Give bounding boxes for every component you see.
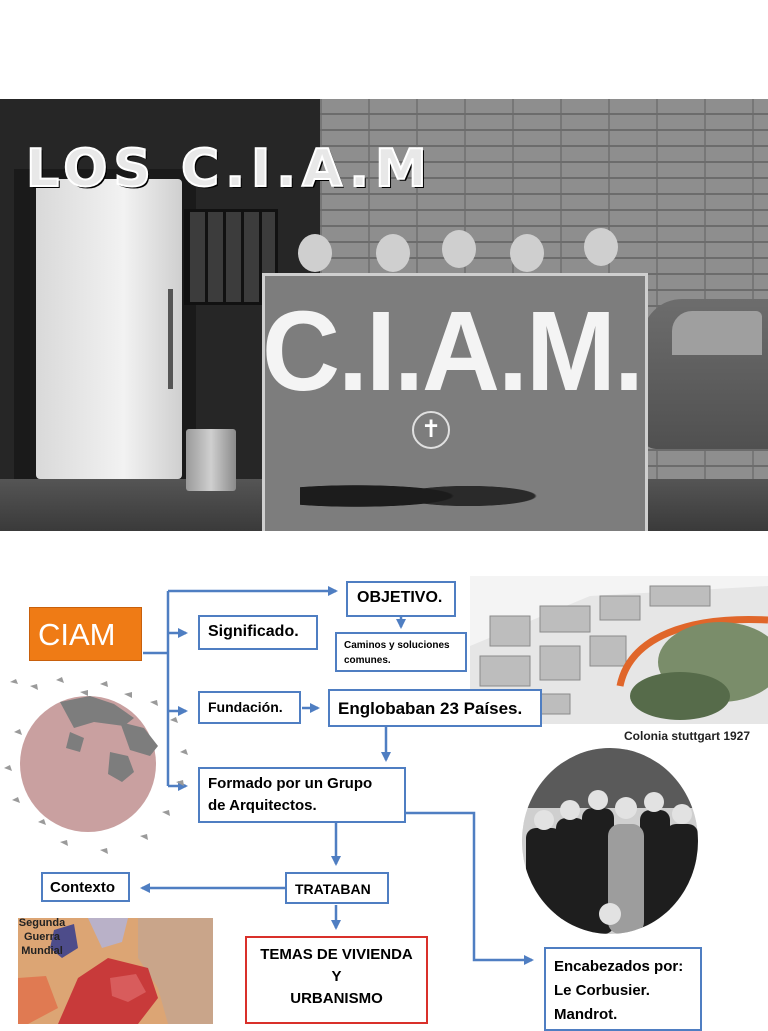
formado-line: de Arquitectos. bbox=[208, 797, 317, 814]
ciam-node: CIAM bbox=[29, 607, 142, 661]
contexto-node: Contexto bbox=[41, 872, 130, 902]
significado-label: Significado. bbox=[208, 623, 299, 640]
fundacion-node: Fundación. bbox=[198, 691, 301, 724]
encabezados-line: Le Corbusier. bbox=[554, 982, 650, 999]
caminos-line: comunes. bbox=[344, 655, 391, 666]
person-head bbox=[584, 228, 618, 266]
objetivo-node: OBJETIVO. bbox=[346, 581, 456, 617]
trataban-node: TRATABAN bbox=[285, 872, 389, 904]
temas-line: TEMAS DE VIVIENDA bbox=[260, 946, 413, 963]
arrow-encabezados bbox=[406, 811, 534, 965]
stuttgart-caption: Colonia stuttgart 1927 bbox=[624, 729, 751, 743]
caption-line: Mundial bbox=[21, 945, 63, 957]
formado-line: Formado por un Grupo bbox=[208, 775, 373, 792]
door-handle bbox=[168, 289, 173, 389]
segunda-guerra-caption: Segunda Guerra Mundial bbox=[5, 916, 79, 958]
people-heads bbox=[296, 228, 626, 284]
europe-wwii-map-image bbox=[18, 918, 213, 1024]
car-window bbox=[672, 311, 762, 355]
slide-title: LOS C.I.A.M bbox=[25, 139, 433, 199]
white-door bbox=[36, 179, 182, 479]
caminos-node: Caminos y soluciones comunes. bbox=[335, 632, 467, 672]
ciam-group-photo: C.I.A.M. ✝ LOS C.I.A.M bbox=[0, 99, 768, 531]
contexto-label: Contexto bbox=[50, 879, 115, 896]
temas-node: TEMAS DE VIVIENDA Y URBANISMO bbox=[245, 936, 428, 1024]
colonia-stuttgart-image bbox=[470, 576, 768, 724]
architects-portrait-image bbox=[522, 748, 698, 934]
trataban-label: TRATABAN bbox=[295, 881, 371, 897]
person-head bbox=[442, 230, 476, 268]
encabezados-line: Encabezados por: bbox=[554, 958, 684, 975]
person-head bbox=[298, 234, 332, 272]
caminos-line: Caminos y soluciones bbox=[344, 640, 450, 651]
sign-text: C.I.A.M. bbox=[262, 286, 644, 414]
significado-node: Significado. bbox=[198, 615, 318, 650]
fundacion-label: Fundación. bbox=[208, 699, 283, 715]
person-head bbox=[510, 234, 544, 272]
englobaban-node: Englobaban 23 Países. bbox=[328, 689, 542, 727]
formado-node: Formado por un Grupo de Arquitectos. bbox=[198, 767, 406, 823]
englobaban-label: Englobaban 23 Países. bbox=[338, 699, 523, 718]
encabezados-line: Mandrot. bbox=[554, 1006, 618, 1023]
objetivo-label: OBJETIVO. bbox=[357, 589, 443, 606]
world-globe-image bbox=[4, 677, 188, 854]
caption-line: Segunda Guerra bbox=[18, 917, 66, 943]
people-lying bbox=[300, 471, 580, 521]
temas-line: Y bbox=[331, 968, 342, 985]
encabezados-node: Encabezados por: Le Corbusier. Mandrot. bbox=[544, 947, 702, 1031]
bucket bbox=[186, 429, 236, 491]
cross-emblem-icon: ✝ bbox=[412, 411, 450, 449]
temas-line: URBANISMO bbox=[290, 990, 383, 1007]
person-head bbox=[376, 234, 410, 272]
